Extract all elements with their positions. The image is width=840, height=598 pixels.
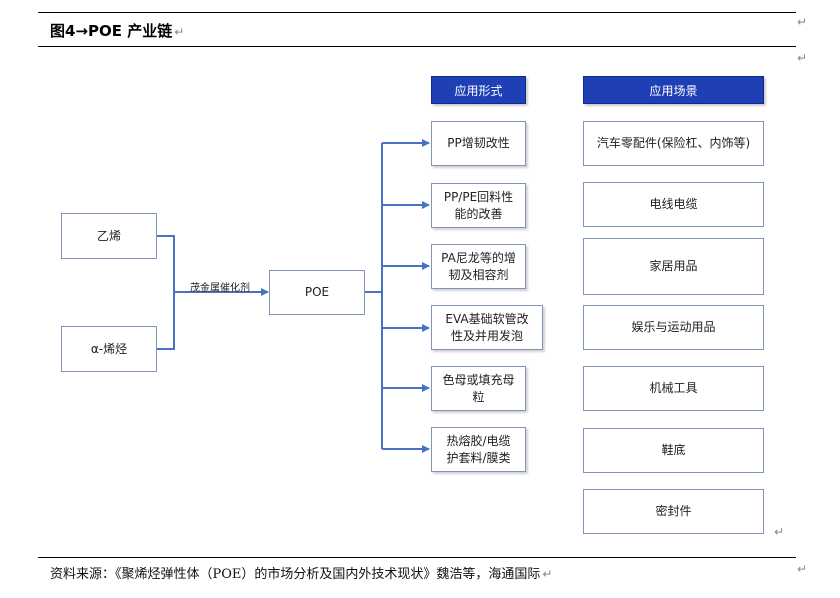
return-mark-icon: ↵	[774, 525, 785, 539]
scenario-item: 娱乐与运动用品	[583, 305, 764, 350]
connector-raw-1	[157, 235, 175, 350]
figure-title-text: 图4→POE 产业链	[50, 22, 173, 40]
title-rule	[38, 46, 796, 47]
raw-material-alpha-olefin: α-烯烃	[61, 326, 157, 372]
raw-material-ethylene: 乙烯	[61, 213, 157, 259]
return-mark-icon: ↵	[797, 51, 808, 65]
scenario-item: 家居用品	[583, 238, 764, 295]
form-item: PA尼龙等的增 韧及相容剂	[431, 244, 526, 289]
scenario-item: 鞋底	[583, 428, 764, 473]
form-item: PP增韧改性	[431, 121, 526, 166]
scenario-item: 密封件	[583, 489, 764, 534]
form-item: PP/PE回料性 能的改善	[431, 183, 526, 228]
source-note-text: 资料来源：《聚烯烃弹性体（POE）的市场分析及国内外技术现状》魏浩等，海通国际	[50, 567, 541, 582]
bottom-rule	[38, 557, 796, 558]
return-mark-icon: ↵	[797, 562, 808, 576]
scenarios-header: 应用场景	[583, 76, 764, 104]
top-rule	[38, 12, 796, 13]
figure-title: 图4→POE 产业链↵	[50, 20, 184, 41]
catalyst-label: 茂金属催化剂	[190, 283, 250, 294]
form-item: 热熔胶/电缆 护套料/膜类	[431, 427, 526, 472]
scenario-item: 汽车零配件(保险杠、内饰等)	[583, 121, 764, 166]
return-mark-icon: ↵	[174, 25, 185, 39]
scenario-item: 电线电缆	[583, 182, 764, 227]
form-item: 色母或填充母 粒	[431, 366, 526, 411]
return-mark-icon: ↵	[797, 15, 808, 29]
scenario-item: 机械工具	[583, 366, 764, 411]
product-poe: POE	[269, 270, 365, 315]
source-note: 资料来源：《聚烯烃弹性体（POE）的市场分析及国内外技术现状》魏浩等，海通国际↵	[50, 563, 552, 582]
forms-header: 应用形式	[431, 76, 526, 104]
return-mark-icon: ↵	[542, 567, 553, 581]
form-item: EVA基础软管改 性及并用发泡	[431, 305, 543, 350]
